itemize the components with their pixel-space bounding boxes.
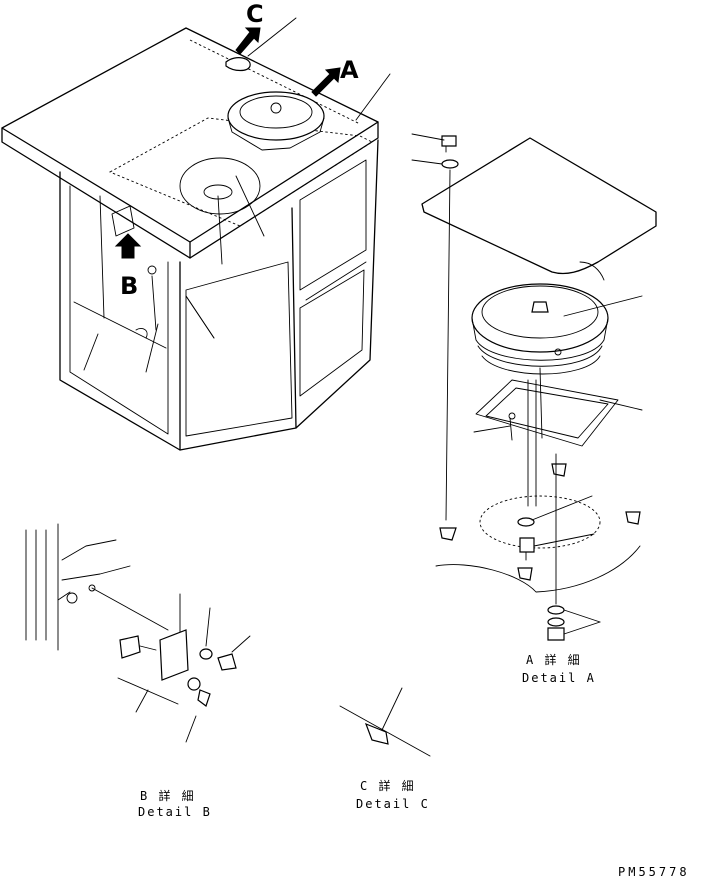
detail-a-title-en: Detail A xyxy=(522,671,596,685)
detail-c-title-jp: C 詳 細 xyxy=(360,778,416,793)
detail-b-title-en: Detail B xyxy=(138,805,212,819)
callout-a: A xyxy=(340,56,359,84)
drawing-number: PM55778 xyxy=(618,865,690,879)
detail-a-title-jp: A 詳 細 xyxy=(526,652,582,667)
detail-b-exploded-view xyxy=(25,523,251,743)
detail-c-view xyxy=(339,687,431,757)
detail-b-title-jp: B 詳 細 xyxy=(140,788,196,803)
detail-c-title-en: Detail C xyxy=(356,797,430,811)
arrow-b-icon xyxy=(114,233,142,259)
arrow-a-icon xyxy=(311,67,341,97)
callout-c: C xyxy=(246,0,264,28)
cab-assembly xyxy=(1,17,391,451)
arrow-c-icon xyxy=(235,27,261,55)
detail-a-exploded-view xyxy=(411,133,657,641)
callout-b: B xyxy=(120,272,138,300)
